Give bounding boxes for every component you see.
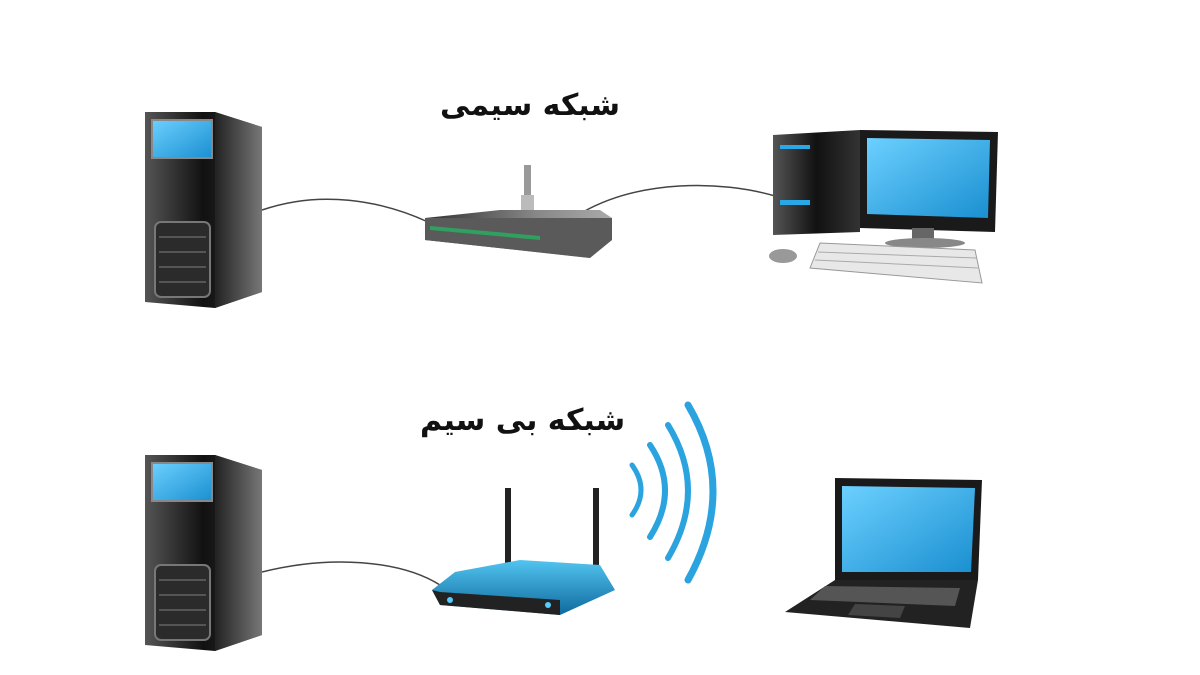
laptop-icon — [785, 478, 982, 628]
desktop-computer-icon — [769, 130, 998, 284]
wired-network-label: شبکه سیمی — [440, 88, 621, 123]
cable-server-to-wireless-router — [261, 561, 441, 586]
wifi-signal-icon — [629, 401, 717, 584]
wireless-network-label: شبکه بی سیم — [420, 403, 626, 438]
cable-router-to-desktop — [582, 184, 776, 213]
wireless-router-icon — [432, 488, 615, 615]
server-tower-icon — [144, 454, 263, 652]
server-tower-icon — [144, 111, 263, 309]
cable-server-to-wired-router — [261, 198, 429, 223]
wired-router-icon — [425, 165, 612, 258]
